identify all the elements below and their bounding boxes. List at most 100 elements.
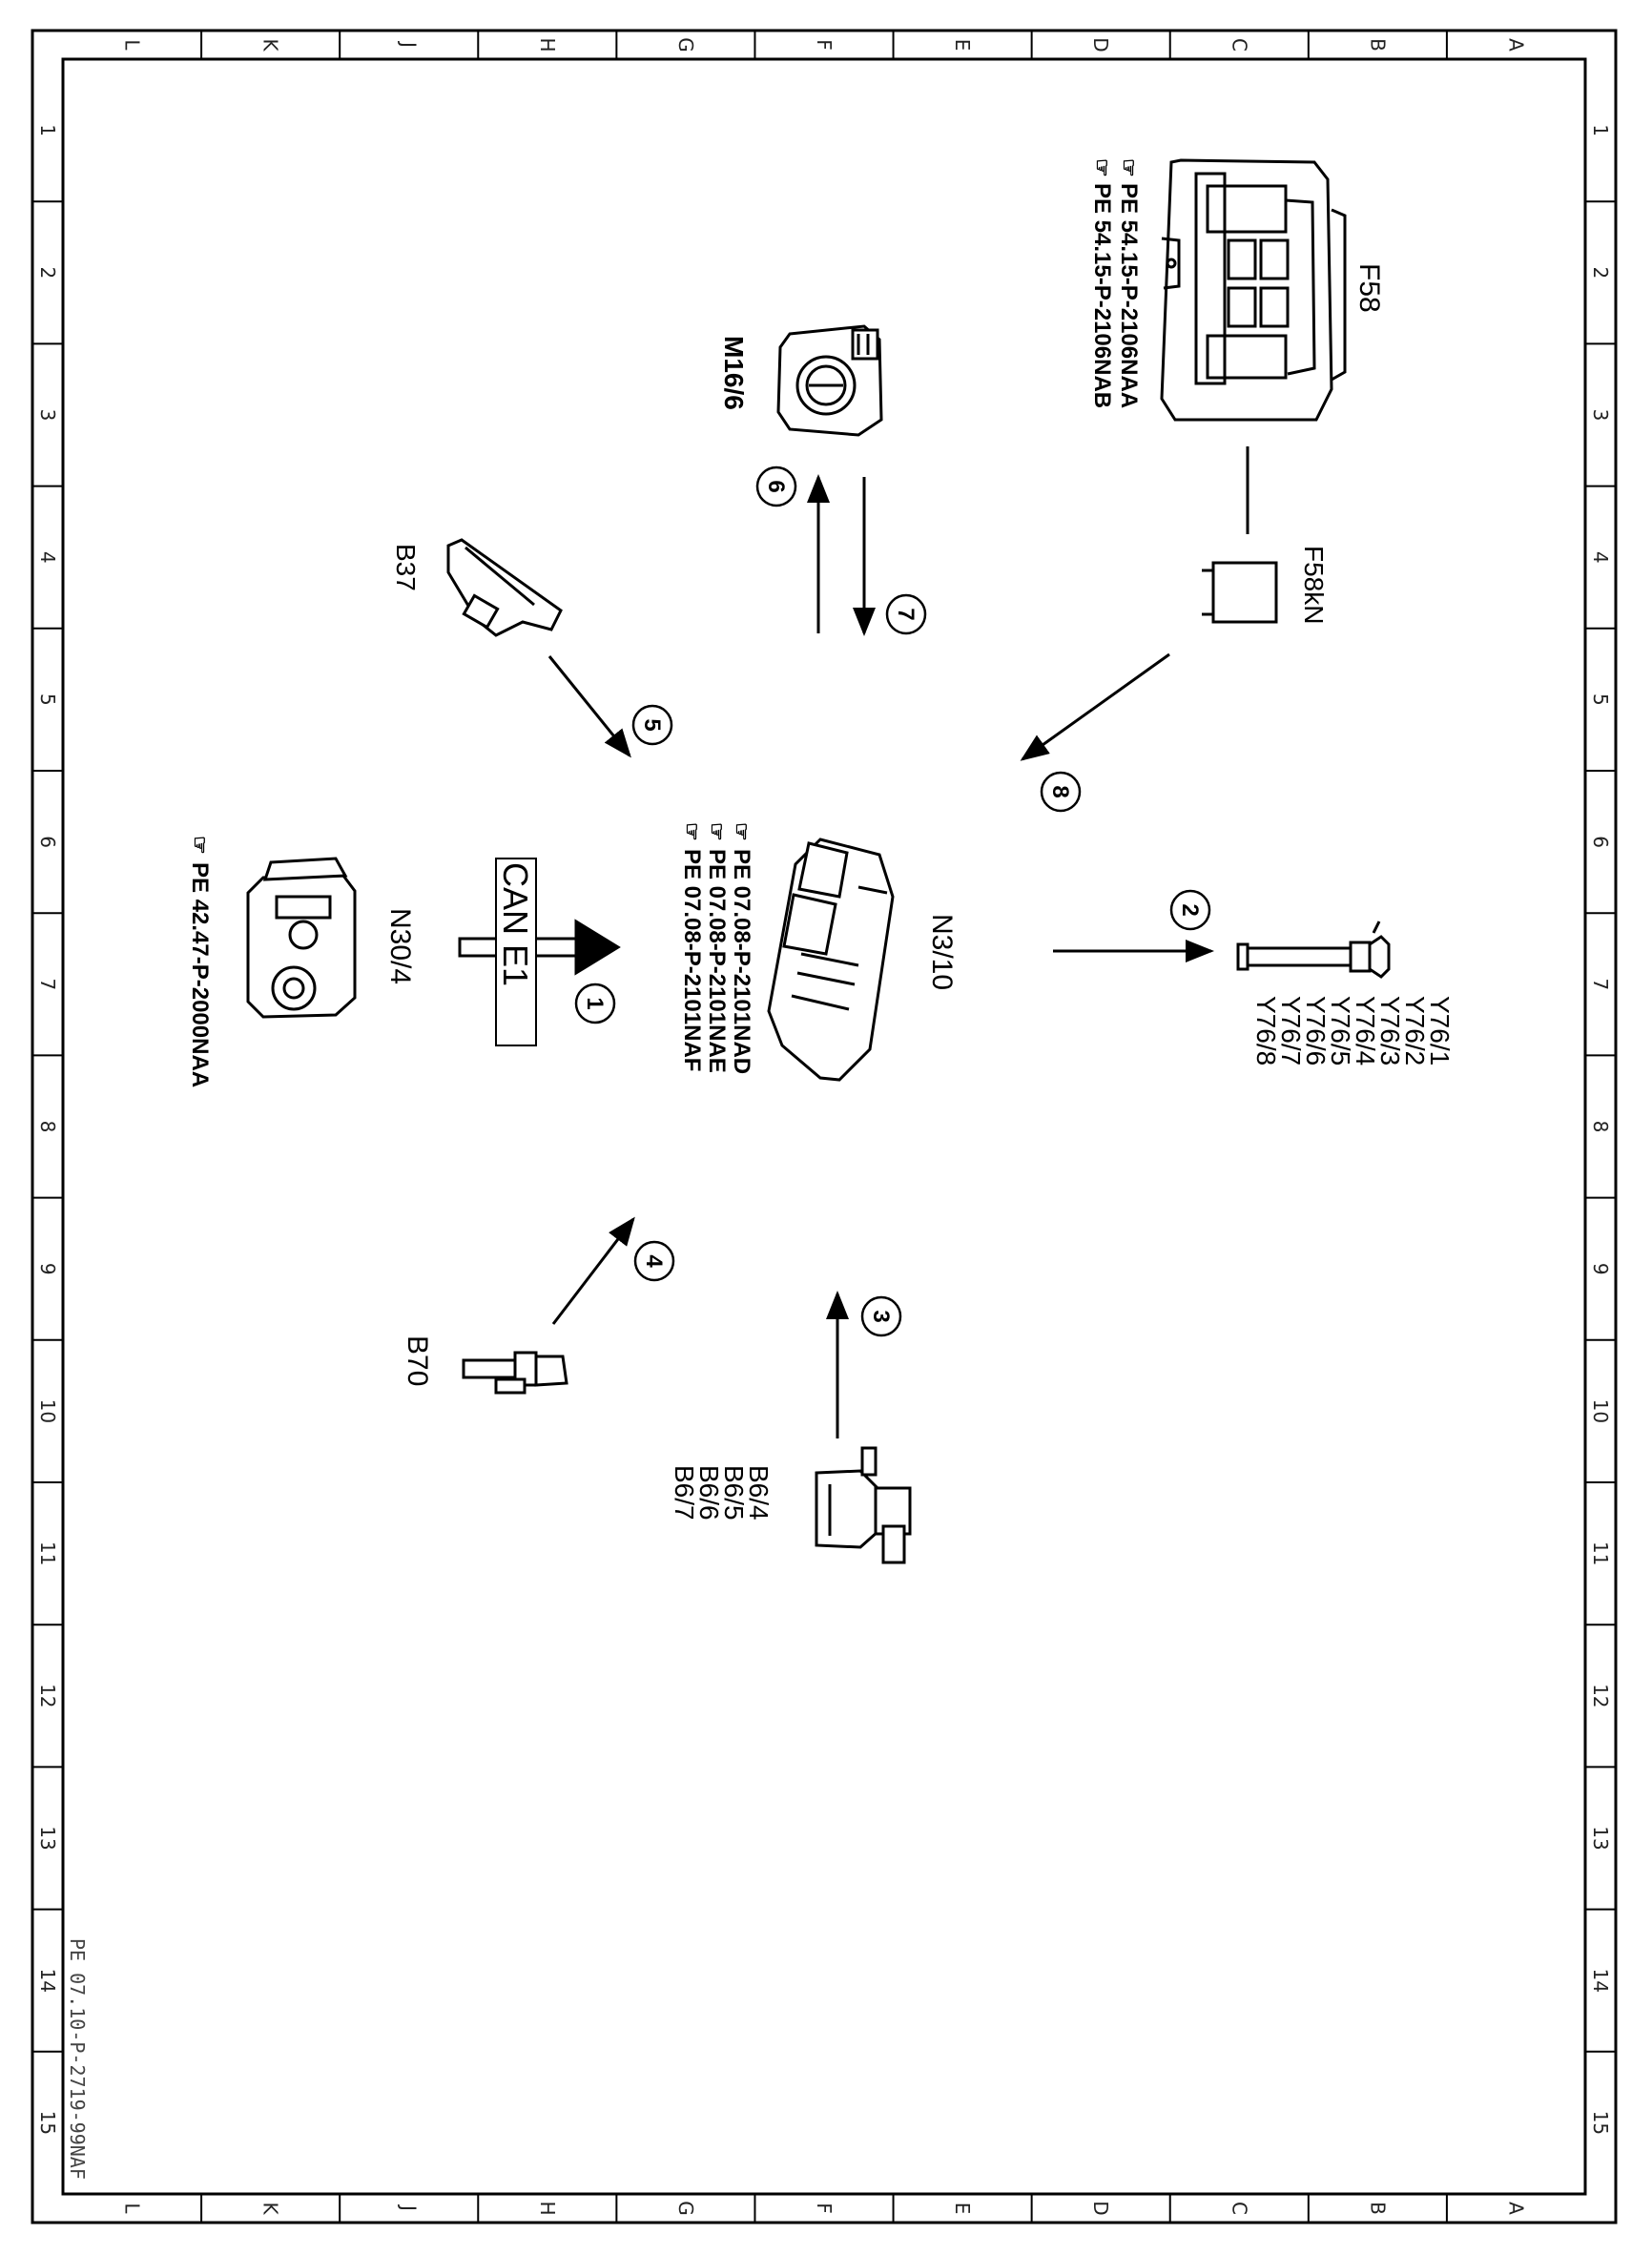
column-label-top: K xyxy=(259,38,282,52)
column-label-bottom: A xyxy=(1504,2202,1527,2215)
column-label-top: D xyxy=(1089,37,1112,52)
b6-label-2: B6/5 xyxy=(719,1465,749,1521)
f58-ref-icon-2-icon: ☞ xyxy=(1090,158,1114,177)
row-label-left: 4 xyxy=(36,551,59,564)
n30-4-ref-1: PE 42.47-P-2000NAA xyxy=(187,862,213,1087)
column-label-top: H xyxy=(536,37,559,52)
column-label-top: E xyxy=(951,39,974,52)
b6-camshaft-sensor-illustration xyxy=(815,1446,912,1564)
f58kn-relay-illustration xyxy=(1202,561,1278,624)
svg-text:5: 5 xyxy=(639,718,665,731)
connection-arrows xyxy=(547,474,1214,1438)
column-label-bottom: B xyxy=(1366,2202,1389,2215)
n30-4-esp-control-unit-illustration xyxy=(246,857,357,1019)
row-label-left: 3 xyxy=(36,409,59,422)
f58-label: F58 xyxy=(1353,263,1385,313)
y76-label-6: Y76/6 xyxy=(1301,996,1331,1065)
svg-text:3: 3 xyxy=(868,1310,894,1322)
b70-crankshaft-sensor-illustration xyxy=(462,1351,568,1395)
row-label-left: 10 xyxy=(36,1399,59,1423)
m16-6-label: M16/6 xyxy=(719,336,749,410)
document-code: PE 07.10-P-2719-99NAF xyxy=(66,1938,89,2180)
f58-ref-icon-1-icon: ☞ xyxy=(1117,158,1141,177)
n30-4-references: ☞ PE 42.47-P-2000NAA xyxy=(187,836,213,1087)
y76-injector-illustration xyxy=(1236,921,1391,979)
y76-label-5: Y76/5 xyxy=(1326,996,1355,1065)
n3-10-ref-icon-1-icon: ☞ xyxy=(730,822,754,841)
n3-10-references: ☞ ☞ ☞ PE 07.08-P-2101NAD PE 07.08-P-2101… xyxy=(679,822,754,1074)
row-label-right: 1 xyxy=(1589,124,1612,136)
b6-labels: B6/4 B6/5 B6/6 B6/7 xyxy=(670,1465,774,1521)
row-label-left: 1 xyxy=(36,124,59,136)
row-label-right: 6 xyxy=(1589,836,1612,848)
svg-text:2: 2 xyxy=(1177,903,1203,916)
n3-10-ref-1: PE 07.08-P-2101NAD xyxy=(729,849,754,1074)
row-label-left: 9 xyxy=(36,1263,59,1275)
column-label-bottom: F xyxy=(813,2203,836,2214)
row-label-right: 13 xyxy=(1589,1826,1612,1850)
connection-badge-6: 6 xyxy=(755,465,797,507)
y76-label-2: Y76/2 xyxy=(1400,996,1430,1065)
can-e1-label: CAN E1 xyxy=(496,862,535,986)
row-label-left: 8 xyxy=(36,1121,59,1133)
column-label-bottom: D xyxy=(1089,2201,1112,2215)
svg-text:8: 8 xyxy=(1047,785,1073,797)
row-label-right: 3 xyxy=(1589,409,1612,422)
connection-badge-4: 4 xyxy=(633,1240,675,1282)
b6-label-3: B6/6 xyxy=(694,1465,724,1521)
svg-text:7: 7 xyxy=(893,608,919,620)
connection-badge-8: 8 xyxy=(1040,771,1082,813)
y76-labels: Y76/1 Y76/2 Y76/3 Y76/4 Y76/5 Y76/6 Y76/… xyxy=(1251,996,1455,1065)
b6-label-1: B6/4 xyxy=(744,1465,774,1521)
b70-label: B70 xyxy=(402,1335,433,1386)
row-label-right: 15 xyxy=(1589,2111,1612,2135)
n3-10-ref-icon-2-icon: ☞ xyxy=(705,822,729,841)
b6-label-4: B6/7 xyxy=(670,1465,699,1521)
outer-frame xyxy=(31,29,1618,2224)
column-label-bottom: H xyxy=(536,2201,559,2215)
f58-fuse-relay-module-illustration xyxy=(1160,158,1347,422)
column-label-bottom: J xyxy=(398,2203,421,2211)
column-label-top: J xyxy=(398,40,421,48)
connection-arrow-8 xyxy=(1020,652,1170,761)
connection-badge-5: 5 xyxy=(631,704,673,746)
n3-10-ref-3: PE 07.08-P-2101NAF xyxy=(679,849,705,1071)
n3-10-ref-icon-3-icon: ☞ xyxy=(680,822,704,841)
frame-ticks xyxy=(32,31,1616,2223)
column-label-bottom: G xyxy=(674,2201,697,2216)
can-e1-bus-arrow xyxy=(458,919,621,976)
column-label-top: G xyxy=(674,37,697,52)
b37-accelerator-pedal-sensor-illustration xyxy=(446,538,563,637)
inner-frame xyxy=(61,57,1587,2196)
column-label-top: L xyxy=(121,39,144,51)
y76-label-1: Y76/1 xyxy=(1425,996,1455,1065)
connection-badge-3: 3 xyxy=(860,1295,902,1337)
column-label-bottom: C xyxy=(1228,2202,1250,2215)
row-label-left: 7 xyxy=(36,978,59,990)
y76-label-8: Y76/8 xyxy=(1251,996,1281,1065)
y76-label-4: Y76/4 xyxy=(1351,996,1380,1065)
column-label-top: B xyxy=(1366,38,1389,52)
row-label-right: 8 xyxy=(1589,1121,1612,1133)
f58-ref-1: PE 54.15-P-2106NAA xyxy=(1116,183,1142,408)
column-label-bottom: E xyxy=(951,2203,974,2215)
row-label-left: 6 xyxy=(36,836,59,848)
f58-ref-2: PE 54.15-P-2106NAB xyxy=(1089,183,1115,408)
column-label-top: A xyxy=(1504,38,1527,52)
y76-label-7: Y76/7 xyxy=(1276,996,1306,1065)
row-label-left: 2 xyxy=(36,266,59,279)
column-label-top: C xyxy=(1228,38,1250,52)
column-label-bottom: L xyxy=(121,2203,144,2214)
connection-badges: 1 2 3 4 5 6 7 8 xyxy=(574,465,1211,1337)
row-label-right: 10 xyxy=(1589,1399,1612,1423)
f58-references: ☞ ☞ PE 54.15-P-2106NAA PE 54.15-P-2106NA… xyxy=(1089,158,1142,408)
column-label-top: F xyxy=(813,39,836,51)
connection-badge-1: 1 xyxy=(574,983,616,1024)
y76-label-3: Y76/3 xyxy=(1375,996,1405,1065)
row-label-right: 11 xyxy=(1589,1541,1612,1565)
row-label-right: 14 xyxy=(1589,1968,1612,1992)
svg-text:6: 6 xyxy=(763,480,789,492)
